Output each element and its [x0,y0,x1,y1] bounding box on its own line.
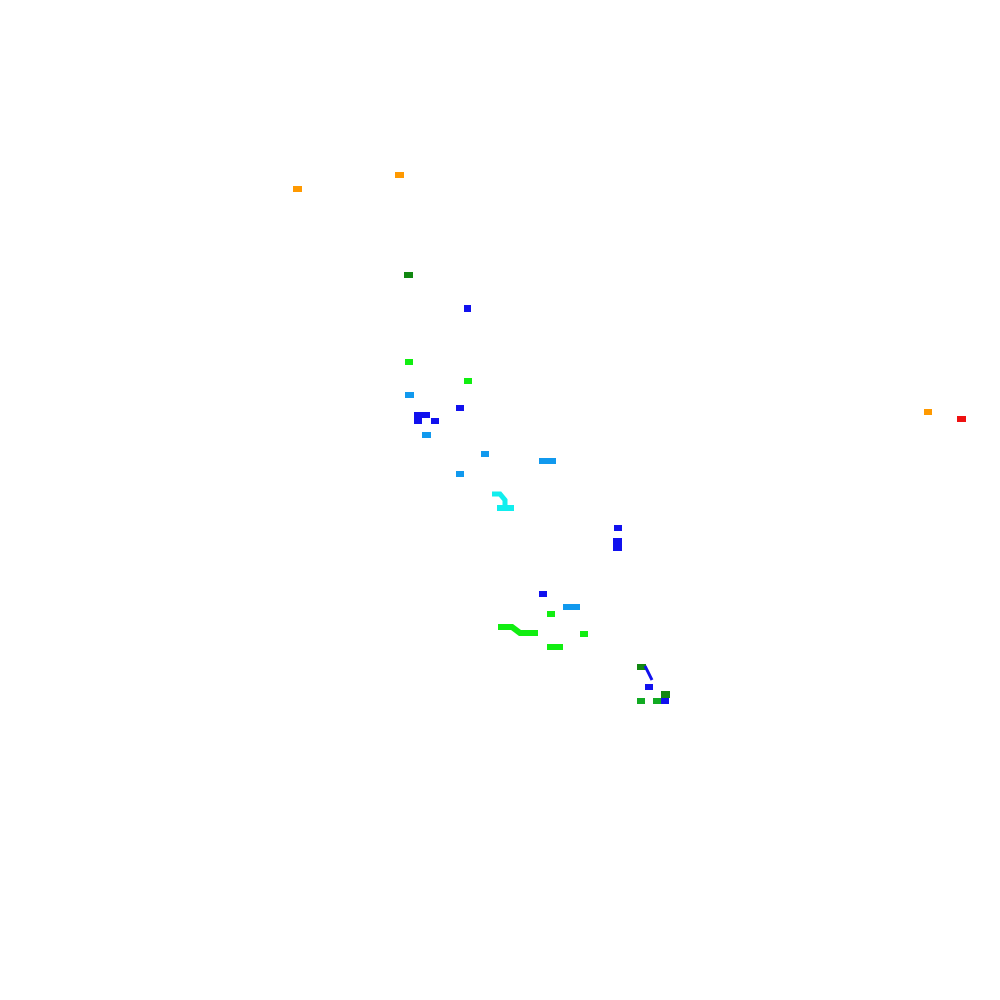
map-marker-blue-26 [645,684,653,690]
map-marker-dark-green-25 [637,664,646,670]
map-marker-blue-5 [464,305,471,312]
map-marker-orange-2 [924,409,932,415]
map-marker-light-blue-21 [563,604,580,610]
map-track-blue-2 [643,665,654,681]
map-marker-orange-0 [293,186,302,192]
map-marker-blue-18 [614,525,622,531]
map-marker-red-3 [957,416,966,422]
map-marker-light-blue-13 [422,432,431,438]
map-marker-light-blue-8 [405,392,414,398]
map-marker-blue-12 [431,418,439,424]
map-marker-light-blue-14 [481,451,489,457]
map-track-cyan-0 [492,491,508,507]
map-marker-blue-10 [414,412,430,418]
map-marker-dark-green-27 [661,691,670,698]
map-marker-green-23 [580,631,588,637]
map-marker-green-6 [405,359,413,365]
map-marker-orange-1 [395,172,404,178]
map-marker-blue-9 [456,405,464,411]
map-marker-blue-19 [613,538,622,551]
map-marker-blue-20 [539,591,547,597]
map-marker-dark-green-4 [404,272,413,278]
map-marker-mid-green-28 [637,698,645,704]
map-marker-cyan-17 [497,505,514,511]
map-marker-mid-green-29 [653,698,661,704]
map-marker-light-blue-16 [456,471,464,477]
map-track-green-1 [498,624,538,636]
map-marker-green-22 [547,611,555,617]
map-marker-blue-11 [414,418,422,424]
map-marker-green-24 [547,644,563,650]
map-marker-blue-30 [661,698,669,704]
map-marker-green-7 [464,378,472,384]
map-marker-light-blue-15 [539,458,556,464]
